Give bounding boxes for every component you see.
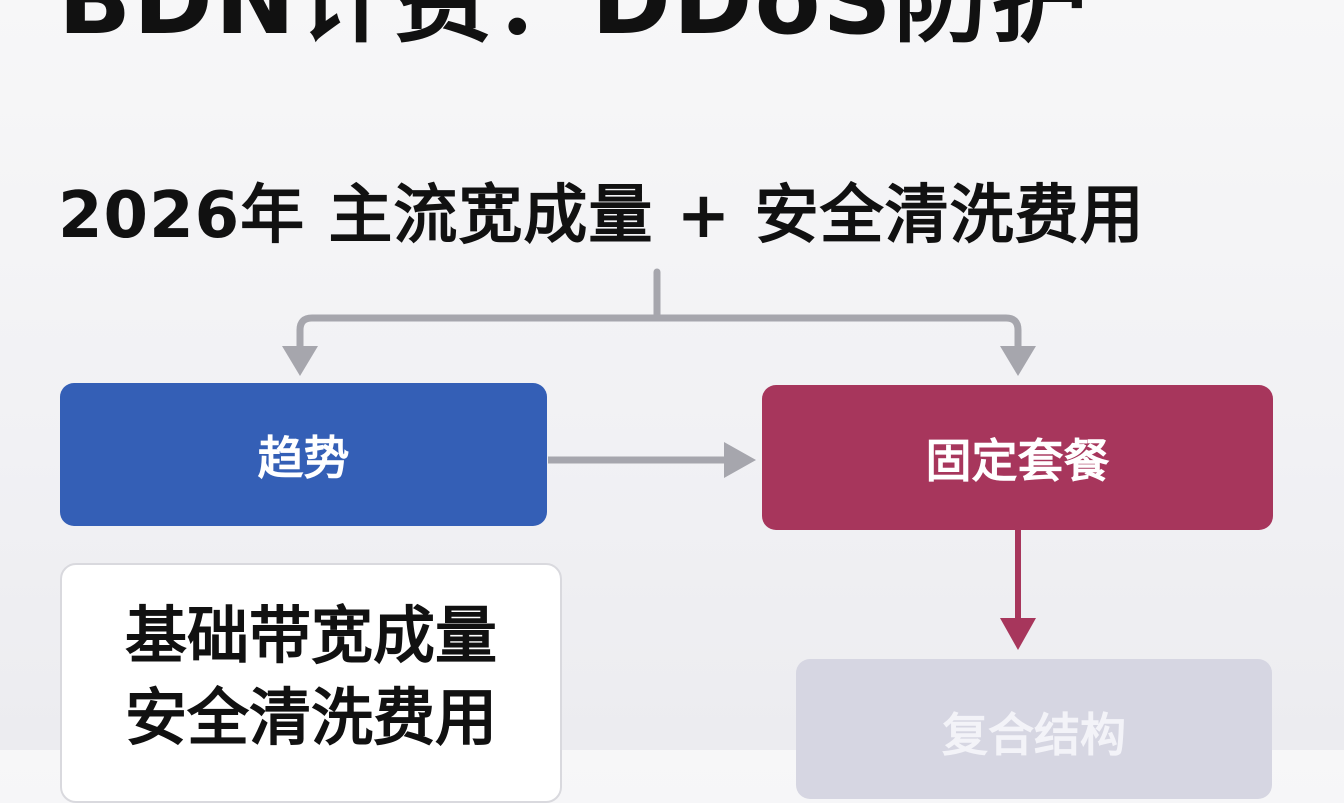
fixed-package-label: 固定套餐 <box>925 433 1110 488</box>
top-title: BDN计费：DDoS防护 <box>58 0 1090 56</box>
detail-box: 基础带宽成量 安全清洗费用 <box>60 563 562 803</box>
composite-structure-box: 复合结构 <box>796 659 1272 799</box>
detail-line-2: 安全清洗费用 <box>124 680 497 754</box>
arrow-head-left <box>282 346 318 376</box>
trend-label: 趋势 <box>257 430 350 485</box>
trend-to-fixed-head <box>724 442 756 478</box>
arrow-head-right <box>1000 346 1036 376</box>
subtitle: 2026年 主流宽成量 + 安全清洗费用 <box>58 179 1145 253</box>
detail-line-1: 基础带宽成量 <box>124 599 497 672</box>
fixed-package-box: 固定套餐 <box>762 385 1273 530</box>
connector-arrows <box>282 268 1036 650</box>
trend-box: 趋势 <box>60 383 547 526</box>
composite-structure-label: 复合结构 <box>942 708 1126 762</box>
branch-connector <box>296 268 1022 352</box>
fixed-to-composite-head <box>1000 618 1036 650</box>
